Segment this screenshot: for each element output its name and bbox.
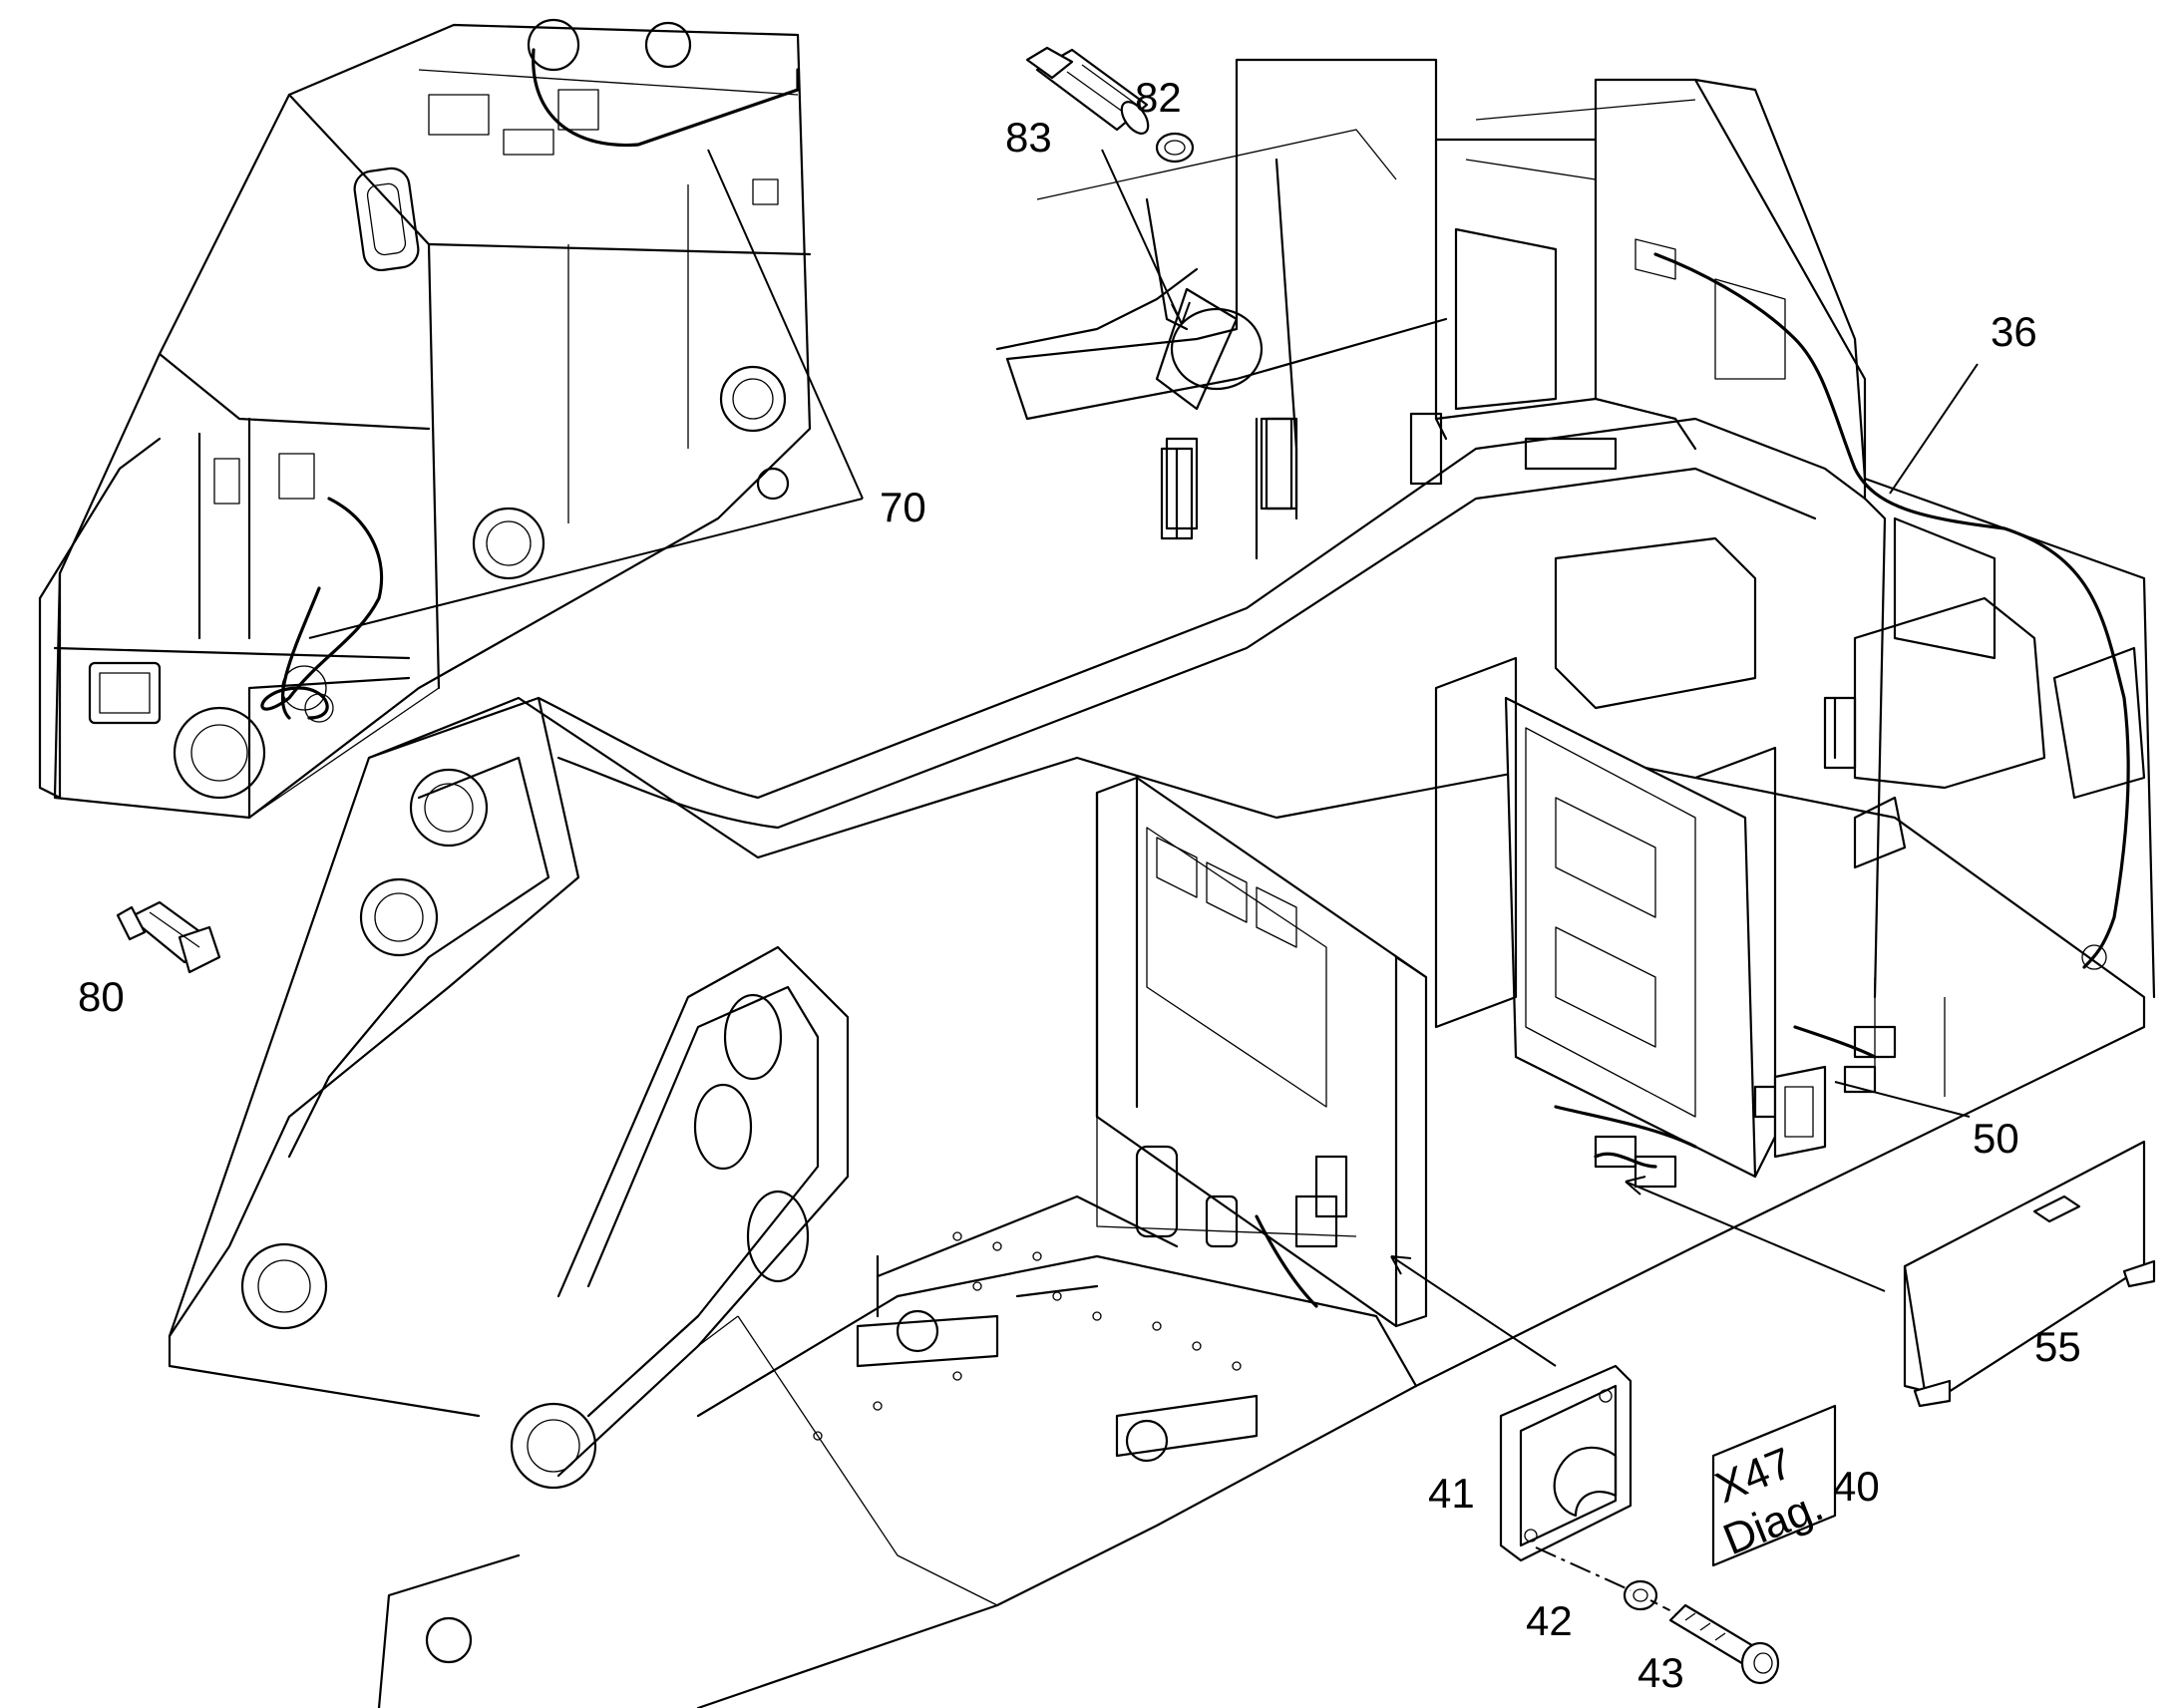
rear-tank-block	[38, 18, 812, 820]
callout-70: 70	[880, 484, 926, 530]
callout-36: 36	[1991, 308, 2037, 355]
part-42-washer	[1623, 1579, 1658, 1611]
callout-43: 43	[1637, 1649, 1684, 1696]
part-43-bolt	[1668, 1603, 1780, 1685]
part-41-bracket	[1499, 1364, 1633, 1562]
callout-83: 83	[1005, 114, 1052, 161]
callout-80: 80	[78, 973, 125, 1020]
callout-40: 40	[1833, 1463, 1880, 1510]
callout-41: 41	[1428, 1470, 1475, 1517]
callout-42: 42	[1526, 1597, 1573, 1644]
part-40-diag-label: X47 Diag.	[1708, 1404, 1837, 1567]
part-83-sensor	[1025, 46, 1150, 135]
callout-82: 82	[1135, 74, 1182, 121]
callouts: 83 82 36 70 80 50 55 41 40 42 43	[78, 74, 2081, 1696]
upper-frame-structure	[995, 58, 2156, 999]
electrical-box	[1095, 656, 1946, 1328]
part-55-cover-plate	[1903, 1140, 2156, 1408]
callout-55: 55	[2034, 1323, 2081, 1370]
leader-lines	[308, 149, 1979, 1614]
main-chassis-frame	[168, 417, 2146, 1708]
part-82-o-ring	[1155, 132, 1195, 164]
floor-bolt-holes	[813, 1231, 1242, 1441]
callout-50: 50	[1973, 1115, 2019, 1162]
part-80-pressure-switch	[116, 900, 221, 974]
